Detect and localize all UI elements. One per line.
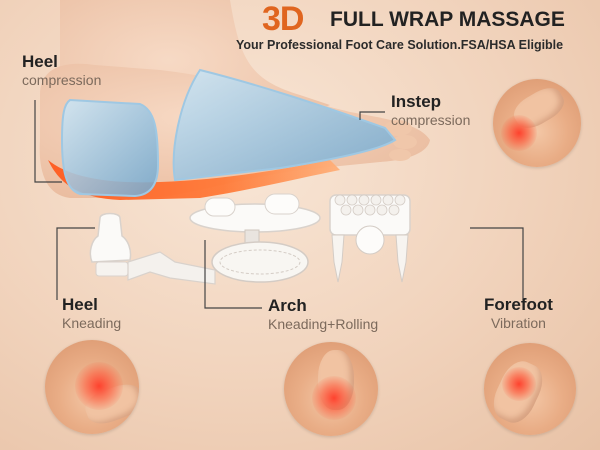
leader-instep-compression (359, 111, 385, 120)
forefoot-label: Forefoot Vibration (484, 295, 553, 331)
heel-kneading-node (89, 212, 216, 285)
page-title: FULL WRAP MASSAGE (330, 8, 565, 31)
heel-airbag (60, 98, 160, 198)
pain-glow (502, 367, 536, 401)
forefoot-photo (484, 343, 576, 435)
label-title: Forefoot (484, 295, 553, 314)
arch-node (189, 193, 321, 283)
arch-label: Arch Kneading+Rolling (268, 296, 378, 332)
leader-heel-compression (34, 100, 62, 183)
page-subtitle: Your Professional Foot Care Solution.FSA… (236, 38, 564, 52)
label-subtitle: Kneading+Rolling (268, 316, 379, 332)
pain-glow (75, 362, 123, 410)
heel-compression-label: Heel compression (22, 52, 101, 88)
label-title: Instep (391, 92, 442, 111)
instep-airbag (172, 68, 397, 182)
label-subtitle: Vibration (490, 315, 546, 331)
label-subtitle: compression (22, 72, 102, 88)
title-3d: 3D (262, 0, 304, 38)
heel-kneading-label: Heel Kneading (62, 295, 121, 331)
label-title: Heel (22, 52, 58, 71)
label-subtitle: Kneading (62, 315, 122, 331)
pain-glow (501, 115, 537, 151)
instep-photo (493, 79, 581, 167)
arch-photo (284, 342, 378, 436)
label-subtitle: compression (391, 112, 471, 128)
leader-heel-kneading (56, 227, 95, 300)
leader-forefoot (470, 227, 524, 300)
leader-arch (204, 240, 262, 309)
toe-shape (384, 120, 412, 136)
label-title: Heel (62, 295, 98, 314)
label-title: Arch (268, 296, 307, 315)
toe-shape (393, 135, 417, 149)
pain-glow (312, 376, 356, 420)
toe-shape (389, 149, 411, 161)
forefoot-node (329, 194, 411, 283)
instep-compression-label: Instep compression (391, 92, 470, 128)
heel-photo (45, 340, 139, 434)
